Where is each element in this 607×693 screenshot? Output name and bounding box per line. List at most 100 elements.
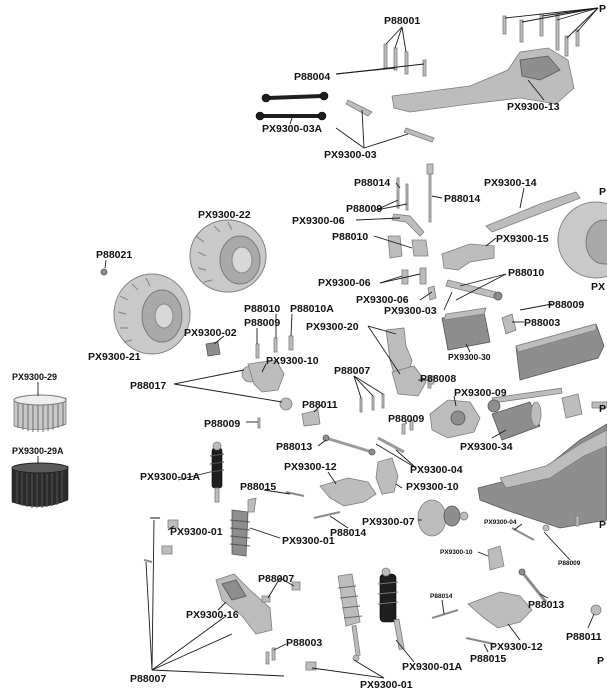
label-p88009-left: P88009 (244, 317, 280, 329)
gearbox-part (429, 399, 481, 439)
label-px9300-07: PX9300-07 (362, 516, 415, 528)
label-px9300-06-low: PX9300-06 (356, 294, 409, 306)
hub-carrier-center-part (375, 457, 399, 495)
label-px9300-09: PX9300-09 (454, 387, 507, 399)
steering-link-part (391, 213, 425, 237)
label-p88009-right: P88009 (548, 299, 584, 311)
label-px9300-21: PX9300-21 (88, 351, 141, 363)
label-p88009-top: P88009 (346, 203, 382, 215)
label-p88013-top: P88013 (276, 441, 312, 453)
bumper-part (215, 573, 273, 635)
label-edge-px: PX (591, 281, 605, 293)
label-px9300-06-mid: PX9300-06 (318, 277, 371, 289)
label-edge-p-top: P (599, 3, 606, 15)
chassis-brace-part (391, 47, 575, 113)
label-px9300-22: PX9300-22 (198, 209, 251, 221)
label-px9300-16: PX9300-16 (186, 609, 239, 621)
label-px9300-01-lower: PX9300-01 (360, 679, 413, 691)
label-p88007-bottom: P88007 (130, 673, 166, 685)
small-parts-center (257, 409, 414, 435)
label-px9300-04-center: PX9300-04 (410, 464, 463, 476)
label-edge-p-right2: P (599, 519, 606, 531)
label-p88004: P88004 (294, 71, 330, 83)
label-px9300-14: PX9300-14 (484, 177, 537, 189)
rear-right-small-parts (487, 515, 602, 616)
heatsink-silver-part (13, 394, 67, 432)
tire-right-partial (557, 201, 607, 279)
pins-center-part (396, 163, 434, 223)
label-px9300-03-mid: PX9300-03 (384, 305, 437, 317)
label-p88013-lower: P88013 (528, 599, 564, 611)
label-p88007-bumper: P88007 (258, 573, 294, 585)
turnbuckle-lower-part (518, 568, 548, 603)
label-p88014-left: P88014 (330, 527, 366, 539)
shock-black-upper-part (209, 441, 225, 503)
label-p88014-top: P88014 (354, 177, 390, 189)
hinge-pins-lower-right (431, 609, 495, 645)
small-screws-left (255, 335, 294, 359)
label-px9300-01a-top: PX9300-01A (140, 471, 201, 483)
label-px9300-06-top: PX9300-06 (292, 215, 345, 227)
shock-silver-left-part (229, 497, 257, 557)
label-px9300-13: PX9300-13 (507, 101, 560, 113)
steering-parts-center (387, 235, 503, 301)
label-px9300-04-right: PX9300-04 (484, 519, 517, 526)
shock-silver-lower-part (337, 573, 363, 662)
label-edge-p-right1: P (599, 403, 606, 415)
label-edge-p-bottom: P (597, 655, 604, 667)
label-p88021: P88021 (96, 249, 132, 261)
a-arm-lower-part (467, 591, 533, 629)
knuckle-parts-left (205, 341, 293, 411)
label-px9300-01a-lower: PX9300-01A (402, 661, 463, 673)
tire-front-part (113, 273, 191, 355)
label-p88001: P88001 (384, 15, 420, 27)
label-p88015-top: P88015 (240, 481, 276, 493)
turnbuckle-p88013-part (322, 434, 405, 456)
label-px9300-20: PX9300-20 (306, 321, 359, 333)
front-plate-part (485, 191, 581, 233)
label-p88011-top: P88011 (302, 399, 338, 411)
motor-part (491, 401, 542, 441)
label-px9300-10-top: PX9300-10 (266, 355, 319, 367)
label-px9300-15: PX9300-15 (496, 233, 549, 245)
servo-part (441, 307, 491, 351)
label-px9300-01-mid: PX9300-01 (282, 535, 335, 547)
part-labels: P88001 P88004 PX9300-13 PX9300-03A PX930… (12, 3, 606, 691)
shock-mounts-left (161, 519, 179, 555)
label-p88009-lower-right: P88009 (558, 560, 581, 567)
label-p88007-center: P88007 (334, 365, 370, 377)
label-px9300-12-lower: PX9300-12 (490, 641, 543, 653)
label-p88010-top: P88010 (332, 231, 368, 243)
label-edge-p-mid: P (599, 186, 606, 198)
turnbuckles-part (255, 91, 329, 121)
label-p88003-top: P88003 (524, 317, 560, 329)
label-p88011-lower: P88011 (566, 631, 602, 643)
label-p88010-left: P88010 (244, 303, 280, 315)
main-chassis-part (477, 393, 607, 529)
shock-black-lower-part (377, 567, 405, 651)
servo-horn-part (501, 313, 517, 335)
heatsink-black-part (11, 462, 69, 508)
label-px9300-01-left: PX9300-01 (170, 526, 223, 538)
tire-rear-part (189, 219, 267, 293)
leader-lines (37, 7, 599, 679)
label-px9300-02: PX9300-02 (184, 327, 237, 339)
label-px9300-10-center: PX9300-10 (406, 481, 459, 493)
label-px9300-10-right: PX9300-10 (440, 549, 473, 556)
driveshaft-part (487, 387, 563, 413)
battery-part (515, 323, 605, 381)
label-p88014-lower: P88014 (430, 593, 453, 600)
nut-p88021-part (100, 268, 108, 276)
label-p88017: P88017 (130, 380, 166, 392)
label-p88003-lower: P88003 (286, 637, 322, 649)
label-px9300-30: PX9300-30 (448, 352, 491, 362)
bumper-small-parts (261, 581, 317, 671)
differential-part (417, 499, 469, 537)
label-p88015-lower: P88015 (470, 653, 506, 665)
link-rods-part (345, 99, 435, 143)
label-px9300-29: PX9300-29 (12, 372, 57, 382)
label-px9300-03: PX9300-03 (324, 149, 377, 161)
label-p88010-right: P88010 (508, 267, 544, 279)
